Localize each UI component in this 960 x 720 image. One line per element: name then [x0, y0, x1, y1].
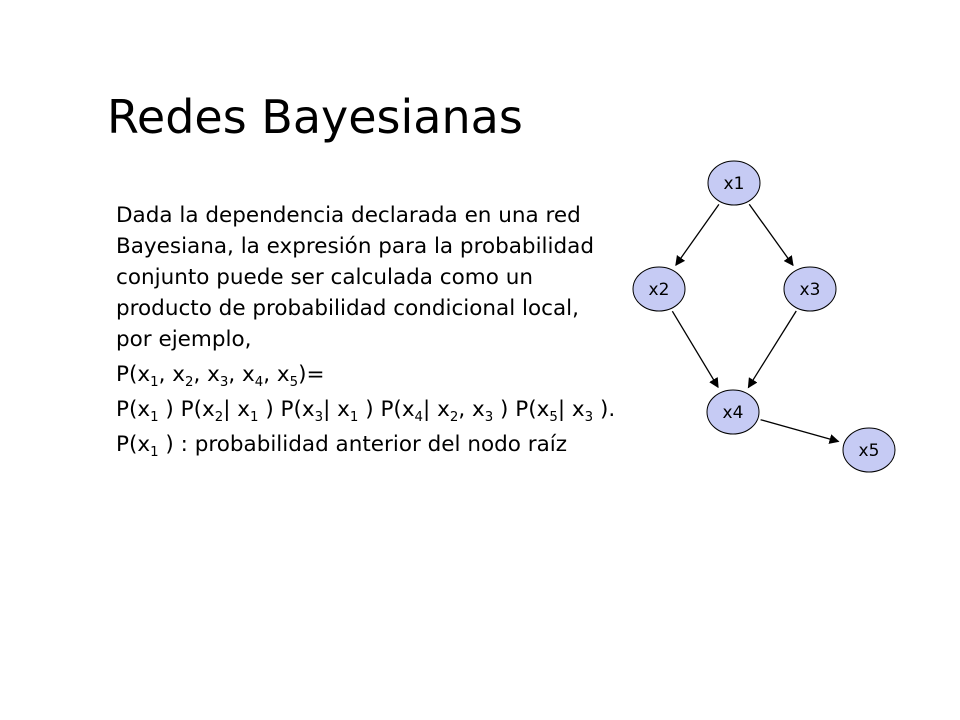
node-ellipse	[706, 389, 760, 435]
slide-title: Redes Bayesianas	[107, 90, 523, 144]
node-label: x1	[724, 174, 745, 194]
node-x1: x1	[707, 160, 761, 206]
edge-x4-x5	[760, 419, 840, 444]
node-x3: x3	[783, 266, 837, 312]
edge-x3-x4	[747, 310, 797, 389]
node-label: x3	[800, 280, 821, 300]
prior-definition: P(x1 ) : probabilidad anterior del nodo …	[116, 432, 568, 460]
edges	[671, 203, 840, 444]
intro-paragraph: Dada la dependencia declarada en una red…	[116, 203, 594, 352]
joint-probability-expression: P(x1, x2, x3, x4, x5)=	[116, 362, 325, 390]
node-label: x5	[859, 441, 880, 461]
edge-x1-x2	[675, 203, 720, 267]
factorization-expression: P(x1 ) P(x2| x1 ) P(x3| x1 ) P(x4| x2, x…	[116, 397, 616, 425]
node-ellipse	[632, 266, 686, 312]
node-ellipse	[842, 427, 896, 473]
nodes: x1 x2 x3 x4 x5	[632, 160, 896, 473]
edge-x2-x4	[671, 310, 719, 389]
node-x4: x4	[706, 389, 760, 435]
node-x2: x2	[632, 266, 686, 312]
slide-body: Dada la dependencia declarada en una red…	[116, 200, 616, 460]
node-x5: x5	[842, 427, 896, 473]
node-label: x2	[649, 280, 670, 300]
node-label: x4	[723, 403, 744, 423]
node-ellipse	[783, 266, 837, 312]
edge-x1-x3	[748, 203, 794, 267]
node-ellipse	[707, 160, 761, 206]
